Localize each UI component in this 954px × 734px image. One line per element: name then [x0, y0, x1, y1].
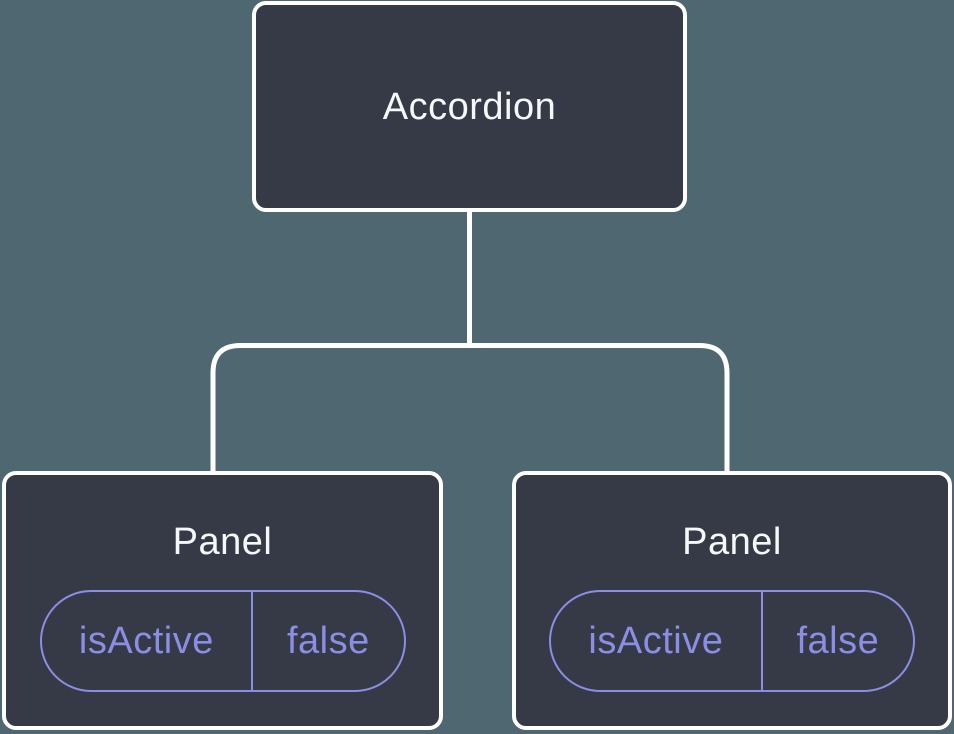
state-value: false	[796, 619, 880, 662]
tree-node-panel-left: Panel isActive false	[2, 471, 443, 730]
state-key: isActive	[551, 592, 763, 690]
state-key: isActive	[42, 592, 254, 690]
state-value: false	[286, 619, 370, 662]
node-label: Accordion	[382, 85, 557, 128]
node-label: Panel	[172, 521, 273, 563]
state-pill: isActive false	[39, 590, 406, 692]
state-pill: isActive false	[549, 590, 915, 692]
node-label: Panel	[682, 521, 782, 563]
tree-node-accordion: Accordion	[252, 1, 687, 212]
tree-node-panel-right: Panel isActive false	[512, 471, 952, 730]
connector-branches	[210, 343, 730, 472]
